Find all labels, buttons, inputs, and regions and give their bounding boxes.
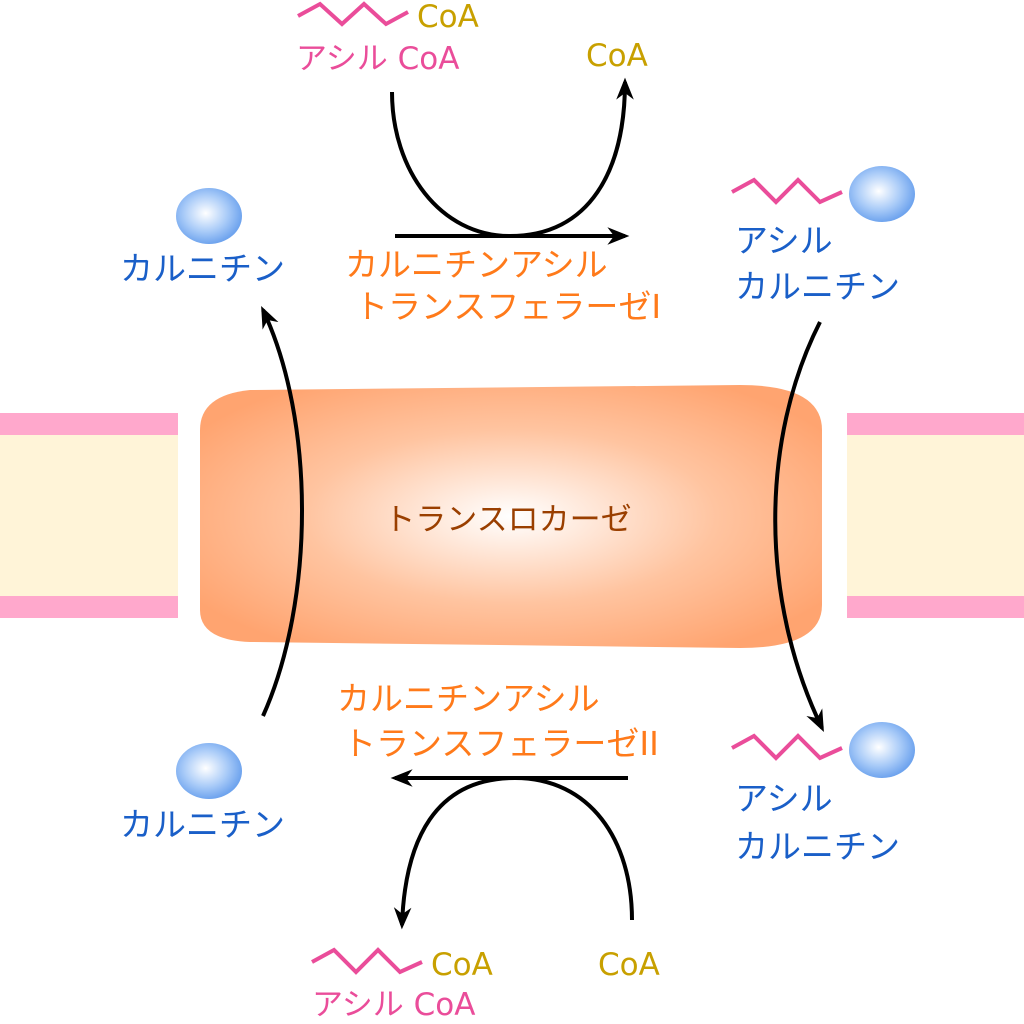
enzyme-label-bottom-line2: トランスフェラーゼII [343, 724, 659, 763]
reaction-curve-top [390, 77, 634, 239]
acyl-chain-carnitine-top [731, 177, 843, 205]
carnitine-label-top: カルニチン [120, 249, 285, 288]
membrane-left [0, 413, 178, 618]
coa-label-top: CoA [586, 38, 648, 74]
acyl-coa-label-top: アシル CoA [296, 41, 459, 77]
acyl-carnitine-label-bottom-line1: アシル [735, 779, 833, 818]
enzyme-label-bottom-line1: カルニチンアシル [337, 679, 600, 718]
acyl-chain-bottom [311, 947, 423, 975]
acyl-carnitine-sphere-bottom [849, 722, 915, 778]
acyl-carnitine-sphere-top [849, 166, 915, 222]
enzyme-label-top-line2: トランスフェラーゼI [355, 287, 661, 326]
carnitine-label-bottom: カルニチン [120, 805, 285, 844]
acyl-chain-top [297, 1, 409, 27]
carnitine-sphere-bottom [176, 743, 242, 799]
coa-label-bottom: CoA [598, 947, 660, 983]
acyl-coa-tag-bottom: CoA [431, 947, 493, 983]
carnitine-transport-arrow [261, 306, 304, 717]
acyl-chain-carnitine-bottom [731, 733, 843, 761]
acyl-carnitine-label-bottom-line2: カルニチン [735, 827, 900, 866]
carnitine-sphere-top [176, 188, 242, 244]
reaction-curve-bottom [393, 775, 634, 930]
acyl-carnitine-transport-arrow [773, 321, 824, 732]
enzyme-label-top-line1: カルニチンアシル [345, 245, 608, 284]
acyl-coa-label-bottom: アシル CoA [312, 987, 475, 1019]
translocase-protein [200, 385, 822, 648]
membrane-right [847, 413, 1024, 618]
acyl-coa-tag-top: CoA [417, 0, 479, 35]
translocase-label: トランスロカーゼ [384, 502, 631, 538]
acyl-carnitine-label-top-line2: カルニチン [735, 267, 900, 306]
acyl-carnitine-label-top-line1: アシル [735, 221, 833, 260]
